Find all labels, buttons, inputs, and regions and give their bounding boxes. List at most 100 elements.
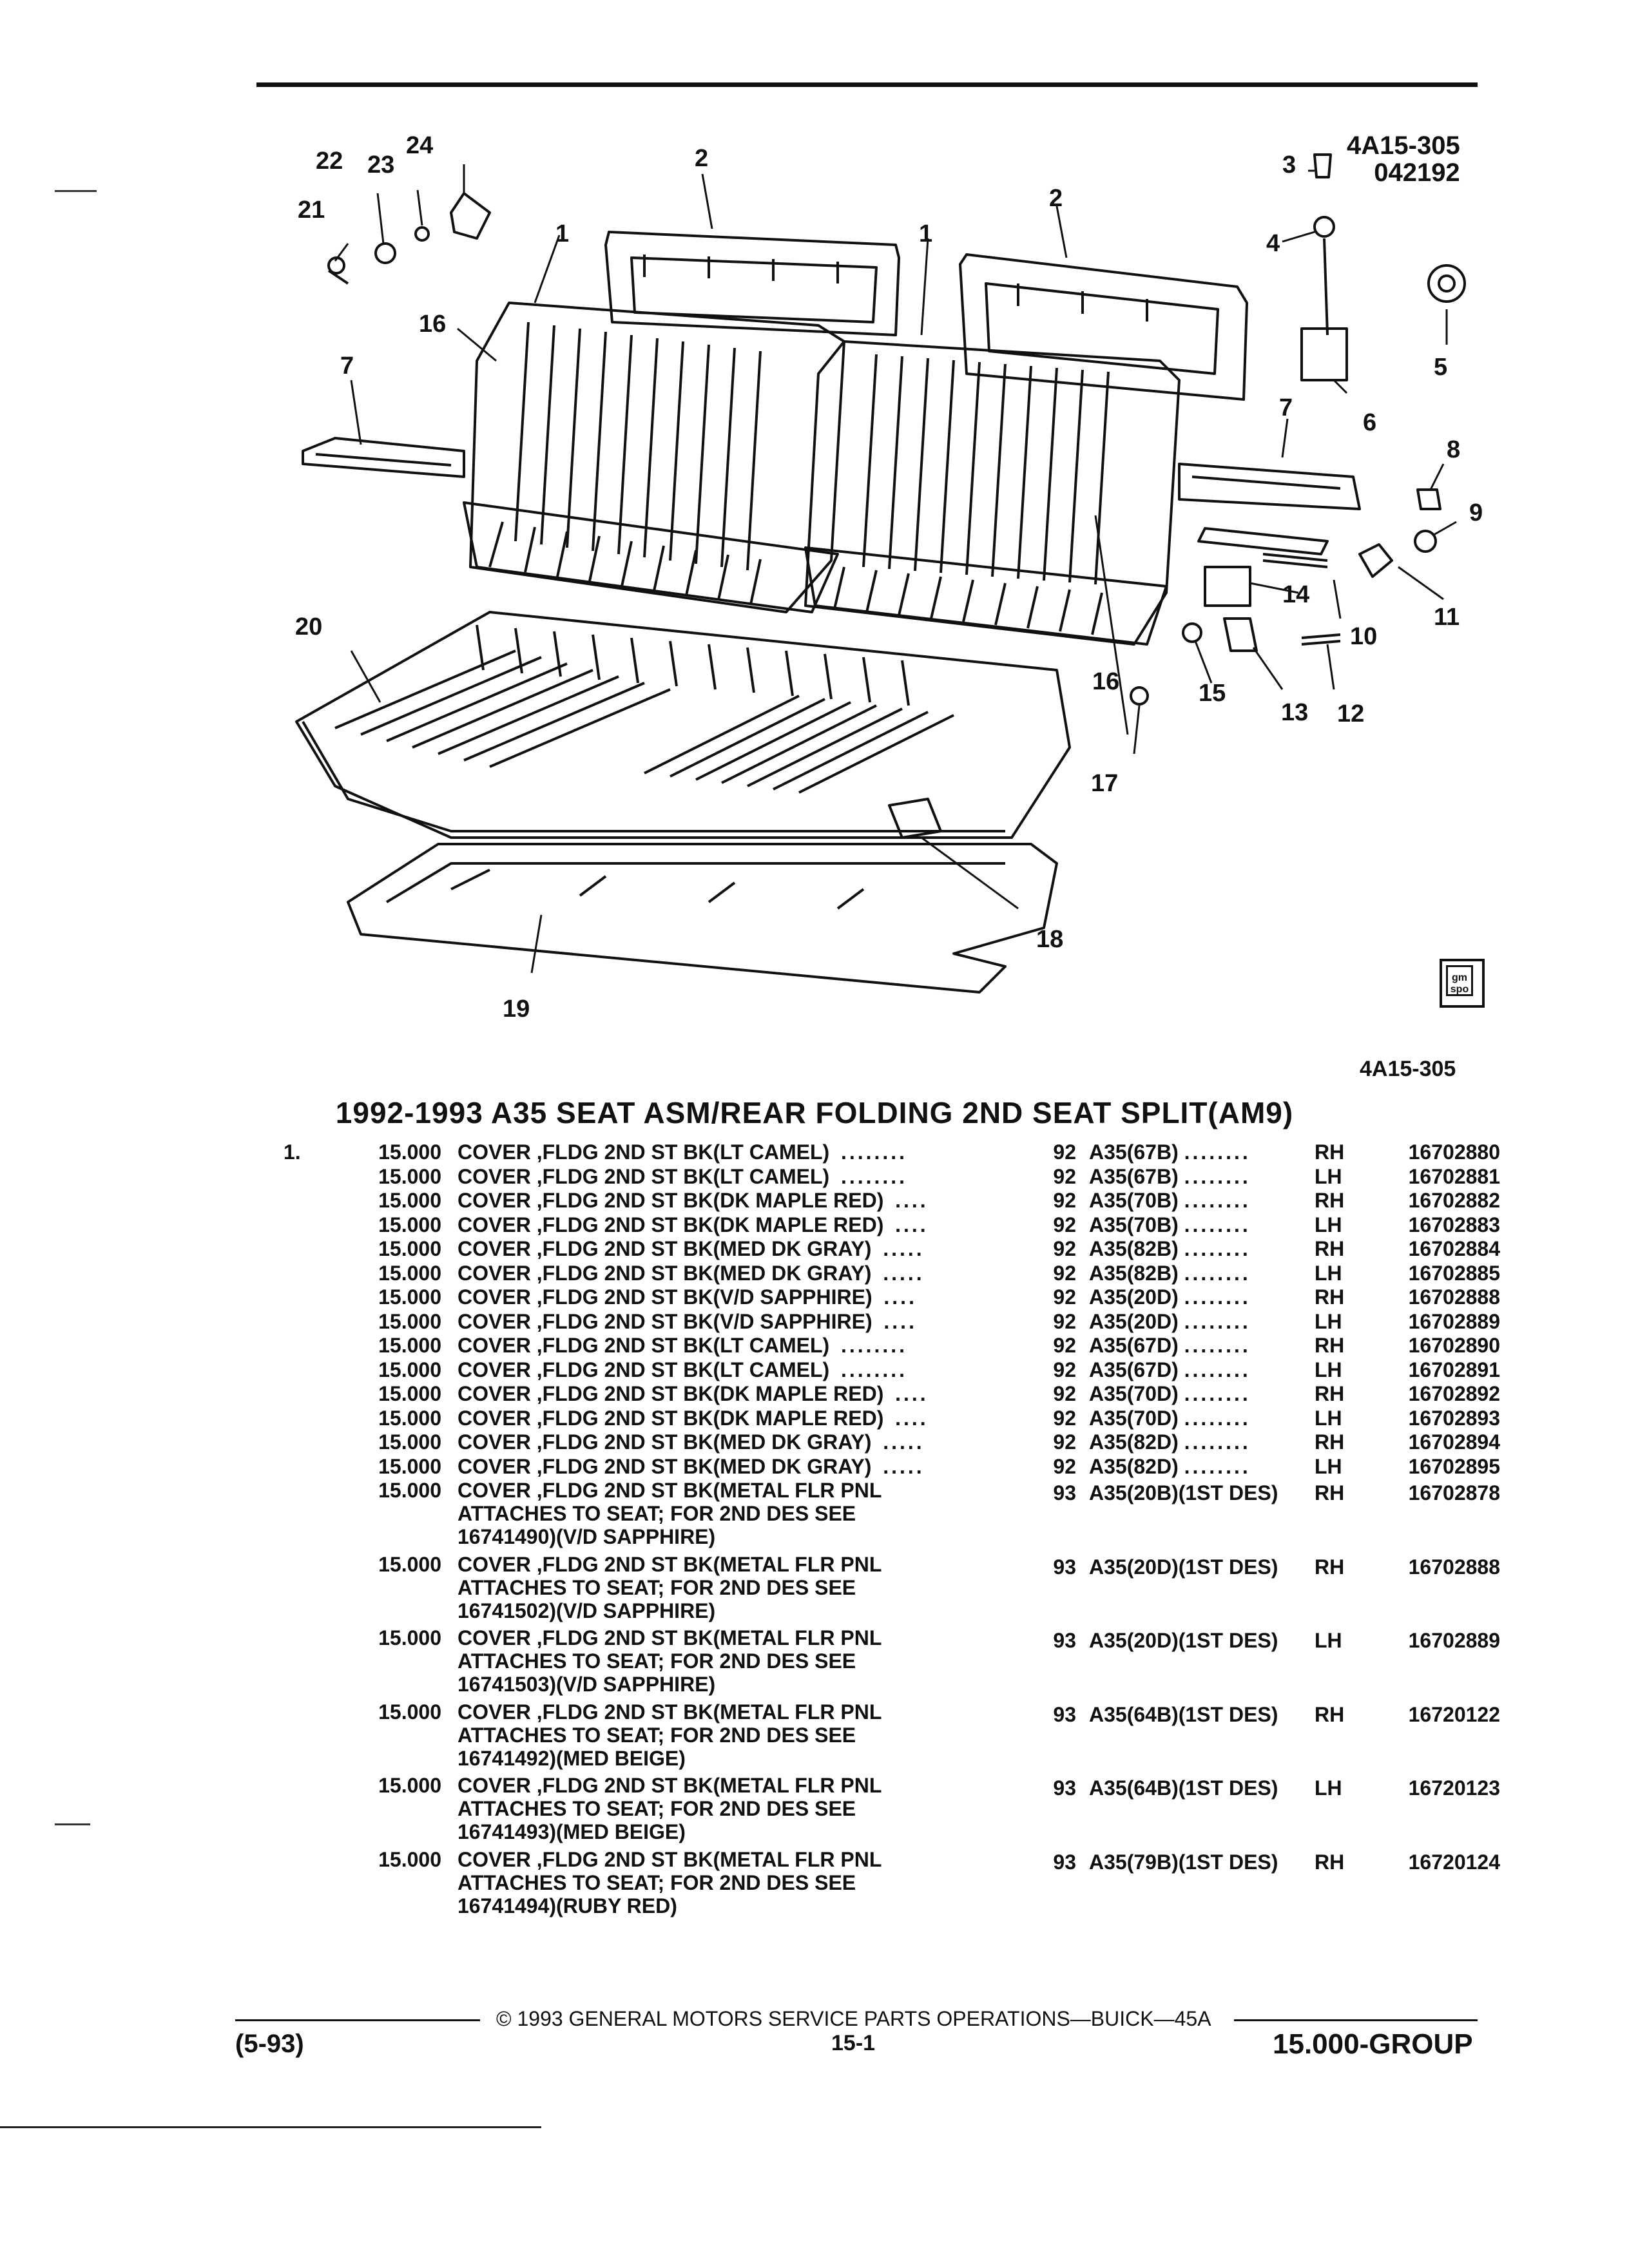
group-label: 15.000-GROUP bbox=[1273, 2028, 1473, 2060]
copyright-text: © 1993 GENERAL MOTORS SERVICE PARTS OPER… bbox=[496, 2007, 1211, 2030]
side-code: RH bbox=[1315, 1237, 1345, 1260]
model-code: A35(64B)(1ST DES) bbox=[1089, 1776, 1308, 1800]
model-year: 92 bbox=[1053, 1358, 1076, 1381]
part-description: COVER ,FLDG 2ND ST BK(MED DK GRAY) ..... bbox=[458, 1455, 1050, 1478]
callout-7-left: 7 bbox=[340, 352, 354, 380]
page-code: 4A15-305 bbox=[1360, 1057, 1456, 1081]
side-code: LH bbox=[1315, 1309, 1342, 1333]
ref-number: 1. bbox=[284, 1140, 301, 1164]
model-code-text: A35(67D) bbox=[1089, 1334, 1179, 1357]
model-year: 92 bbox=[1053, 1285, 1076, 1309]
model-code-text: A35(82B) bbox=[1089, 1237, 1179, 1260]
group-number: 15.000 bbox=[378, 1164, 441, 1188]
leader-dots: ........ bbox=[1184, 1309, 1251, 1333]
model-code-text: A35(64B)(1ST DES) bbox=[1089, 1776, 1278, 1800]
leader-dots: ..... bbox=[883, 1261, 925, 1285]
group-number: 15.000 bbox=[378, 1358, 441, 1381]
part-description: COVER ,FLDG 2ND ST BK(MED DK GRAY) ..... bbox=[458, 1237, 1050, 1260]
seat-back-frame-right bbox=[959, 253, 1248, 401]
callout-16-right: 16 bbox=[1092, 668, 1119, 695]
callout-3: 3 bbox=[1282, 151, 1296, 178]
part-description: COVER ,FLDG 2ND ST BK(DK MAPLE RED) .... bbox=[458, 1189, 1050, 1212]
description-text: COVER ,FLDG 2ND ST BK(LT CAMEL) bbox=[458, 1140, 830, 1164]
model-code: A35(82B) ........ bbox=[1089, 1237, 1308, 1260]
table-row: 15.000 COVER ,FLDG 2ND ST BK(MED DK GRAY)… bbox=[284, 1454, 1500, 1479]
part-number: 16720123 bbox=[1408, 1776, 1500, 1800]
callout-1-right: 1 bbox=[919, 220, 932, 247]
model-code-text: A35(20D) bbox=[1089, 1285, 1179, 1309]
exploded-view-diagram: 1 1 2 2 3 4 5 6 7 7 8 9 10 11 12 13 14 1… bbox=[295, 132, 1483, 1023]
part-description: COVER ,FLDG 2ND ST BK(LT CAMEL) ........ bbox=[458, 1358, 1050, 1381]
leader-dots: ........ bbox=[1184, 1358, 1251, 1381]
callout-5: 5 bbox=[1434, 354, 1447, 381]
group-number: 15.000 bbox=[378, 1454, 441, 1478]
group-number: 15.000 bbox=[378, 1847, 441, 1871]
leader-dots: ........ bbox=[1184, 1213, 1251, 1236]
leader-dots: ........ bbox=[840, 1140, 908, 1164]
model-code-text: A35(20D)(1ST DES) bbox=[1089, 1555, 1278, 1579]
side-code: RH bbox=[1315, 1382, 1345, 1405]
part-number: 16702889 bbox=[1408, 1629, 1500, 1652]
model-code-text: A35(64B)(1ST DES) bbox=[1089, 1702, 1278, 1726]
model-code-text: A35(82D) bbox=[1089, 1454, 1179, 1478]
part-description: COVER ,FLDG 2ND ST BK(METAL FLR PNL ATTA… bbox=[458, 1626, 1050, 1696]
model-code-text: A35(20D) bbox=[1089, 1309, 1179, 1333]
group-number: 15.000 bbox=[378, 1382, 441, 1405]
model-code-text: A35(70D) bbox=[1089, 1406, 1179, 1430]
side-code: RH bbox=[1315, 1702, 1345, 1726]
description-text: COVER ,FLDG 2ND ST BK(V/D SAPPHIRE) bbox=[458, 1285, 872, 1309]
callout-13: 13 bbox=[1281, 699, 1308, 726]
model-year: 92 bbox=[1053, 1164, 1076, 1188]
description-text: COVER ,FLDG 2ND ST BK(MED DK GRAY) bbox=[458, 1261, 872, 1285]
callout-16-left: 16 bbox=[419, 311, 446, 338]
leader-dots: ........ bbox=[1184, 1140, 1251, 1164]
model-code-text: A35(67D) bbox=[1089, 1358, 1179, 1381]
model-year: 92 bbox=[1053, 1334, 1076, 1357]
side-code: LH bbox=[1315, 1776, 1342, 1800]
description-text: COVER ,FLDG 2ND ST BK(LT CAMEL) bbox=[458, 1358, 830, 1381]
model-code: A35(70D) ........ bbox=[1089, 1407, 1308, 1430]
model-code: A35(20D) ........ bbox=[1089, 1310, 1308, 1333]
hardware-parts bbox=[327, 153, 1466, 839]
seat-cushion bbox=[295, 611, 1071, 839]
part-description: COVER ,FLDG 2ND ST BK(DK MAPLE RED) .... bbox=[458, 1213, 1050, 1236]
seat-back-cushion-left bbox=[463, 302, 845, 613]
page-title: 1992-1993 A35 SEAT ASM/REAR FOLDING 2ND … bbox=[335, 1096, 1294, 1129]
leader-dots: ........ bbox=[1184, 1406, 1251, 1430]
part-number: 16702880 bbox=[1408, 1140, 1500, 1164]
model-code: A35(67D) ........ bbox=[1089, 1358, 1308, 1381]
gm-spo-logo: gm spo bbox=[1440, 959, 1485, 1008]
model-code: A35(70B) ........ bbox=[1089, 1189, 1308, 1212]
part-description: COVER ,FLDG 2ND ST BK(METAL FLR PNL ATTA… bbox=[458, 1848, 1050, 1917]
leader-dots: .... bbox=[895, 1213, 929, 1236]
group-number: 15.000 bbox=[378, 1140, 441, 1164]
part-description: COVER ,FLDG 2ND ST BK(V/D SAPPHIRE) .... bbox=[458, 1310, 1050, 1333]
callout-2-right: 2 bbox=[1049, 185, 1063, 212]
model-year: 92 bbox=[1053, 1406, 1076, 1430]
side-code: LH bbox=[1315, 1164, 1342, 1188]
callout-21: 21 bbox=[298, 197, 325, 224]
side-code: LH bbox=[1315, 1358, 1342, 1381]
description-text: COVER ,FLDG 2ND ST BK(METAL FLR PNL ATTA… bbox=[458, 1552, 882, 1622]
model-code: A35(82B) ........ bbox=[1089, 1262, 1308, 1285]
model-code-text: A35(67B) bbox=[1089, 1164, 1179, 1188]
leader-dots: ........ bbox=[1184, 1189, 1251, 1212]
leader-dots: .... bbox=[895, 1189, 929, 1212]
description-text: COVER ,FLDG 2ND ST BK(METAL FLR PNL ATTA… bbox=[458, 1847, 882, 1917]
side-code: RH bbox=[1315, 1850, 1345, 1874]
model-code: A35(82D) ........ bbox=[1089, 1430, 1308, 1454]
description-text: COVER ,FLDG 2ND ST BK(DK MAPLE RED) bbox=[458, 1189, 884, 1212]
part-number: 16702894 bbox=[1408, 1430, 1500, 1454]
part-description: COVER ,FLDG 2ND ST BK(METAL FLR PNL ATTA… bbox=[458, 1700, 1050, 1770]
leader-dots: ........ bbox=[1184, 1430, 1251, 1454]
side-code: RH bbox=[1315, 1481, 1345, 1504]
callout-9: 9 bbox=[1469, 499, 1483, 526]
